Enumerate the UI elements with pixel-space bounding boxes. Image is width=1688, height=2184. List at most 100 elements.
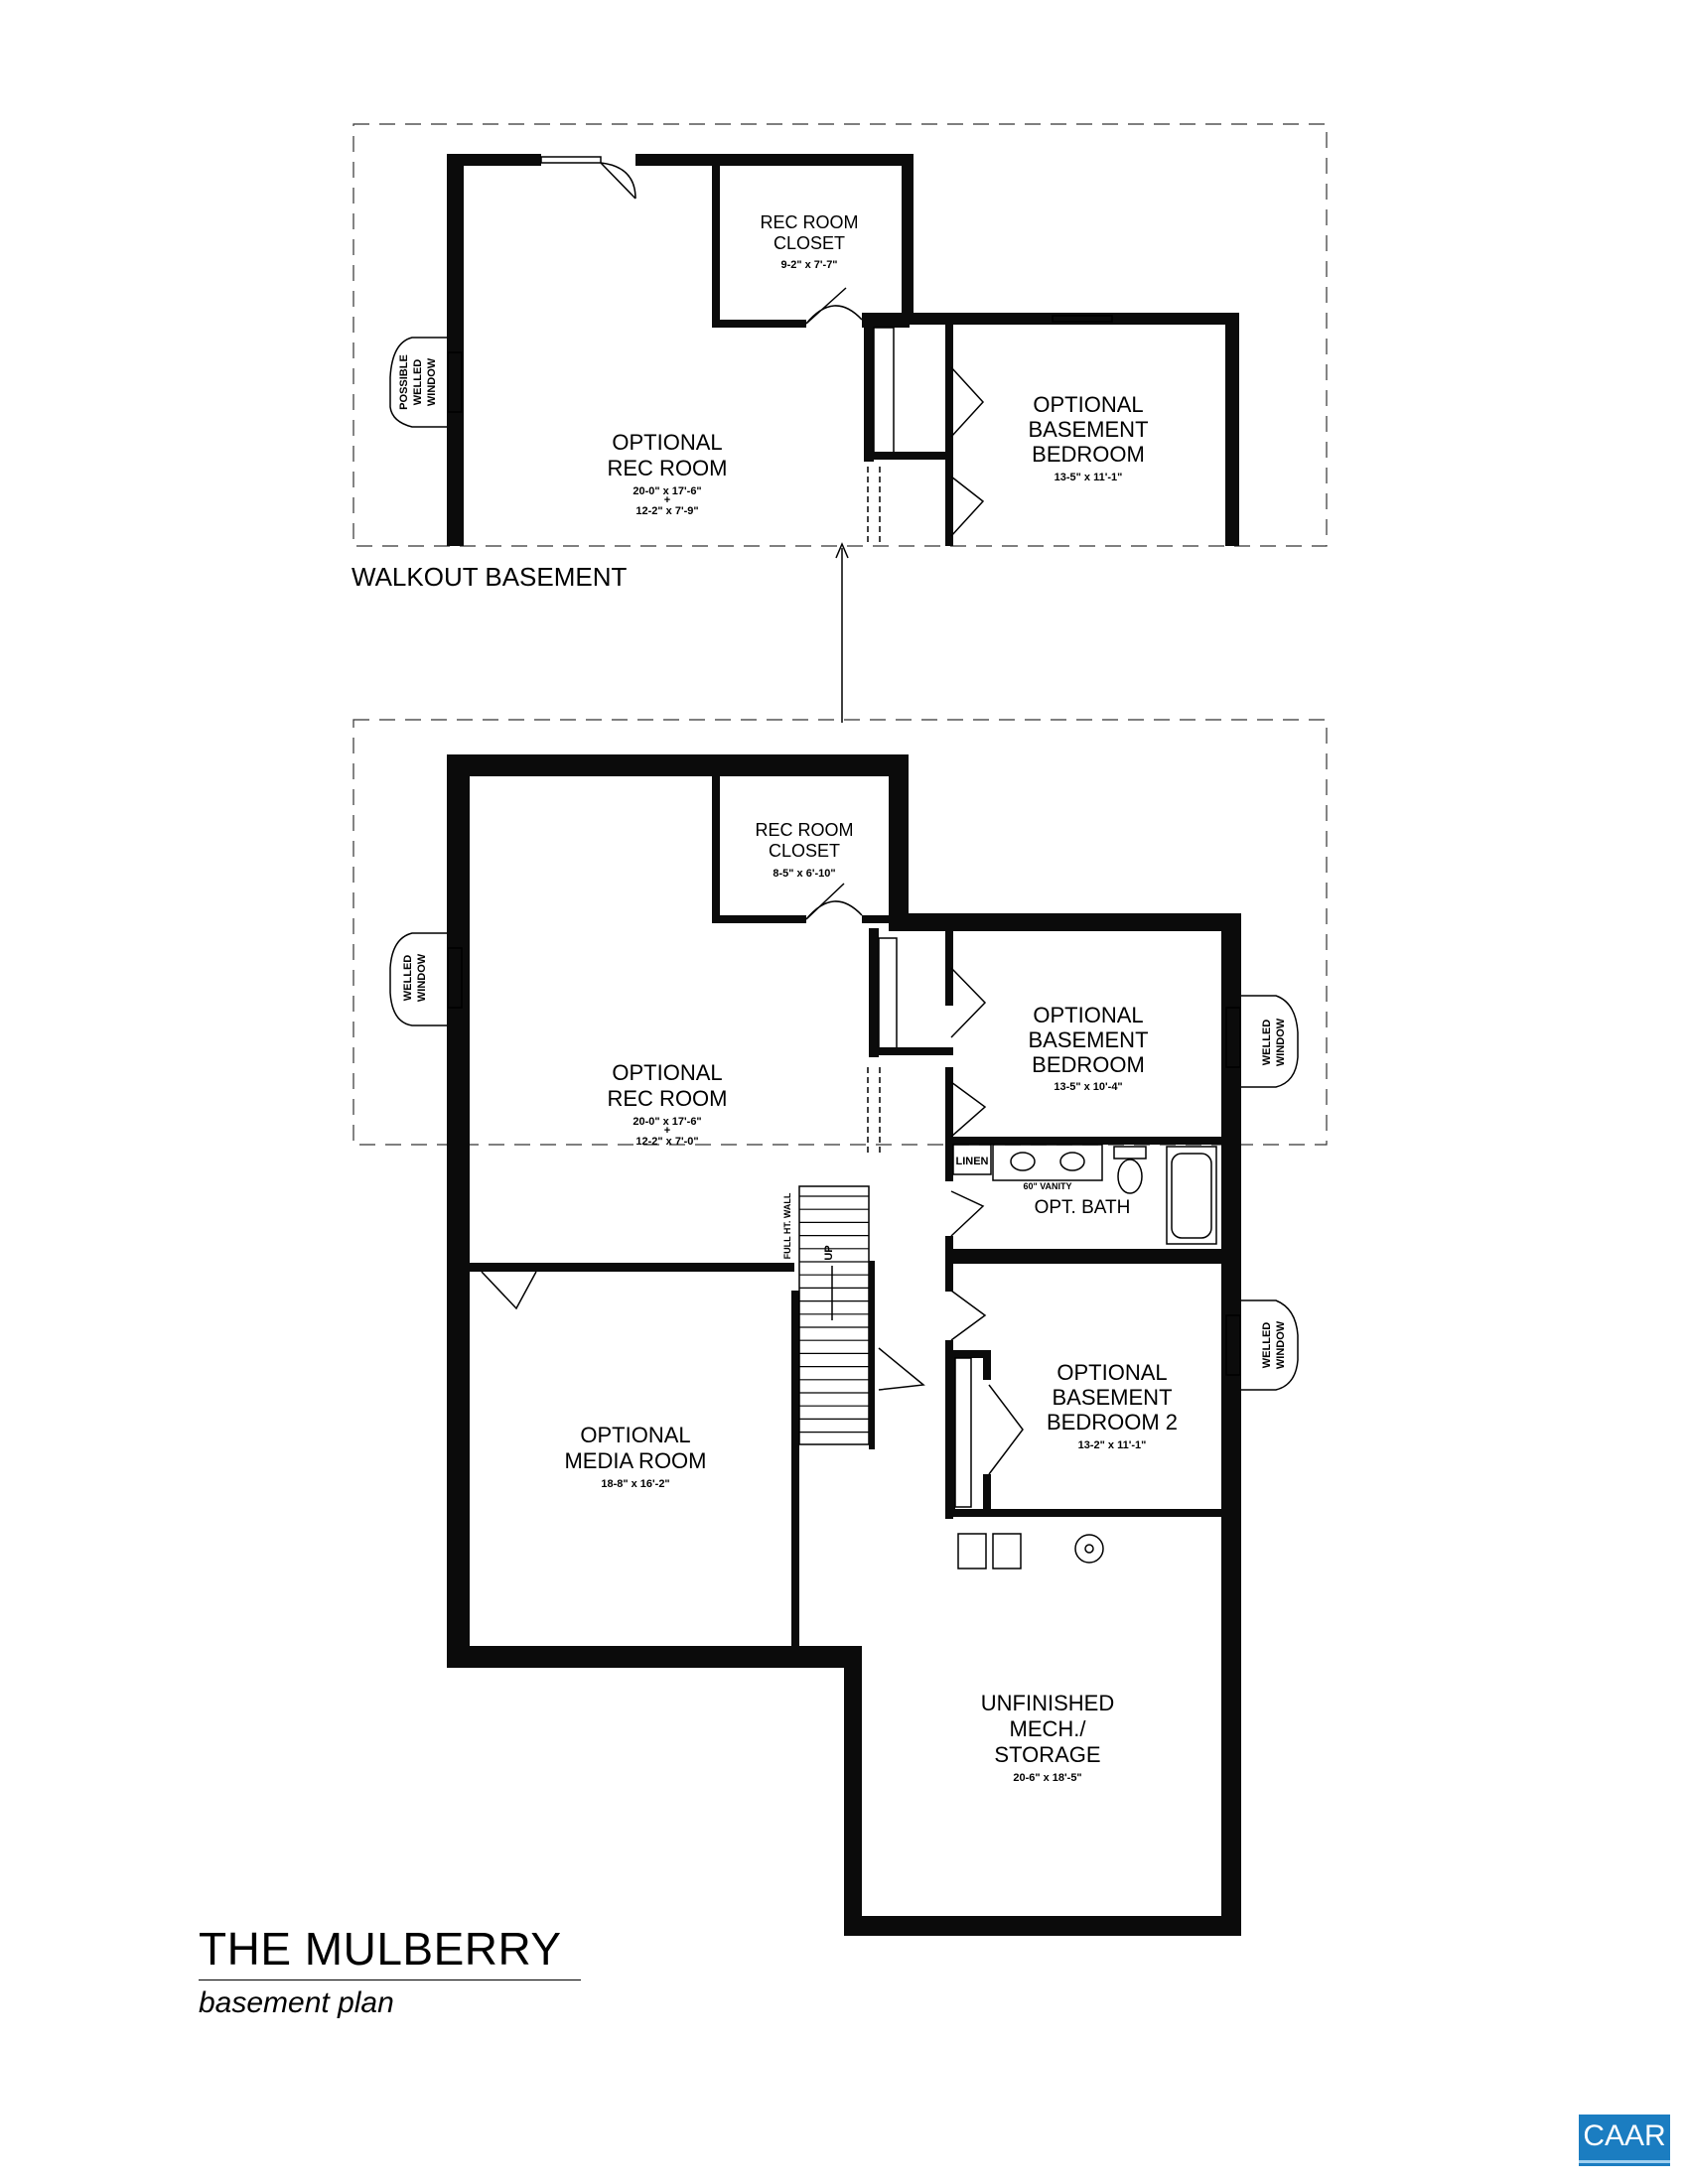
sink-icon	[1010, 1152, 1036, 1171]
wall	[945, 1509, 1233, 1517]
wall	[983, 1350, 991, 1380]
room-dimension: 12-2" x 7'-9"	[635, 505, 698, 517]
door-swing	[878, 1347, 925, 1391]
wall	[791, 1291, 799, 1648]
water-heater-icon	[992, 1533, 1022, 1570]
closet-shelf	[878, 937, 898, 1053]
wall	[447, 154, 464, 546]
room-dimension: 13-5" x 10'-4"	[1054, 1081, 1122, 1093]
window-label-line1: POSSIBLE	[398, 354, 410, 410]
bathtub-icon	[1166, 1146, 1217, 1245]
sump-pump-inner	[1084, 1544, 1094, 1554]
door-swing	[988, 1384, 1024, 1475]
room-dimension: 8-5" x 6'-10"	[773, 868, 835, 880]
wall	[889, 754, 909, 931]
wall	[945, 1256, 1233, 1264]
wall	[864, 323, 874, 462]
window-label-line1: WELLED	[402, 955, 414, 1001]
wall	[447, 754, 470, 1668]
room-name: OPTIONAL	[612, 430, 722, 455]
arrow-head-icon	[835, 542, 849, 559]
room-name: STORAGE	[994, 1742, 1100, 1767]
window-label-line2: WINDOW	[1275, 1320, 1287, 1369]
dimension-plus: +	[664, 1125, 670, 1137]
door-swing	[805, 287, 863, 325]
room-name: UNFINISHED	[981, 1691, 1114, 1715]
door-swing	[600, 162, 636, 200]
window-frame	[447, 351, 463, 413]
room-name: OPT. BATH	[1035, 1197, 1131, 1218]
wall	[447, 754, 909, 776]
dimension-plus: +	[664, 494, 670, 506]
wall	[1221, 913, 1241, 1936]
wall	[869, 928, 879, 1057]
wall	[712, 320, 806, 328]
wall	[902, 154, 914, 318]
wall	[945, 1137, 1233, 1145]
room-name: OPTIONAL	[1056, 1360, 1167, 1385]
room-dimension: 18-8" x 16'-2"	[601, 1478, 669, 1490]
main-basement: LINEN 60" VANITY OPT. BATH UP FULL HT. W…	[352, 719, 1328, 1936]
wall	[889, 913, 1241, 931]
room-name: MECH./	[1010, 1716, 1087, 1741]
room-name: OPTIONAL	[612, 1060, 722, 1085]
room-name: BASEMENT	[1028, 417, 1148, 442]
wall	[945, 323, 953, 546]
stair-up-label: UP	[823, 1245, 835, 1260]
walkout-footprint-outline	[352, 123, 1328, 547]
room-name: REC ROOM	[608, 456, 728, 480]
window-well	[1241, 995, 1299, 1088]
wall	[864, 452, 953, 460]
room-dimension: 13-5" x 11'-1"	[1055, 472, 1123, 483]
wall	[945, 1249, 1233, 1257]
footprint-outline	[352, 719, 1328, 1146]
wall	[945, 1350, 955, 1514]
wall	[983, 1474, 991, 1514]
door-swing	[950, 1190, 985, 1237]
toilet-tank-icon	[1113, 1146, 1147, 1160]
window-frame	[447, 947, 463, 1009]
wall	[945, 1350, 990, 1358]
room-name: REC ROOM	[756, 820, 854, 840]
caar-logo: CAAR	[1579, 2115, 1670, 2166]
closet-shelf	[954, 1357, 972, 1508]
room-name: BEDROOM	[1032, 1052, 1145, 1077]
window-frame	[1225, 1007, 1241, 1068]
wall	[447, 154, 541, 166]
door-swing	[950, 476, 985, 537]
room-name: MEDIA ROOM	[564, 1448, 706, 1473]
wall	[467, 1263, 794, 1272]
room-dimension: 13-2" x 11'-1"	[1078, 1439, 1147, 1451]
logo-text: CAAR	[1583, 2119, 1666, 2152]
room-dimension: 12-2" x 7'-0"	[635, 1136, 698, 1148]
door-frame	[540, 156, 602, 164]
room-name: REC ROOM	[761, 212, 859, 232]
wall	[945, 1067, 953, 1137]
plan-title: THE MULBERRY	[199, 1926, 581, 1980]
window-label-line2: WINDOW	[1275, 1018, 1287, 1066]
door-swing	[950, 366, 985, 438]
wall	[635, 154, 909, 166]
walkout-basement: POSSIBLE WELLED WINDOW REC ROOM CLOSET 9…	[352, 123, 1328, 723]
room-name: OPTIONAL	[1033, 1003, 1143, 1027]
window-label-line1: WELLED	[1261, 1020, 1273, 1065]
wall	[1225, 313, 1239, 546]
room-name: OPTIONAL	[1033, 392, 1143, 417]
wall	[712, 164, 720, 328]
wall	[712, 915, 806, 923]
door-swing	[481, 1271, 537, 1310]
room-dimension: 20-0" x 17'-6"	[633, 485, 701, 497]
sump-pump-icon	[1074, 1534, 1104, 1564]
window-label-line1: WELLED	[1261, 1322, 1273, 1368]
wall	[862, 313, 1239, 325]
room-name: OPTIONAL	[580, 1423, 690, 1447]
vanity	[992, 1144, 1103, 1181]
title-block: THE MULBERRY basement plan	[199, 1926, 596, 2020]
wall	[869, 1261, 875, 1449]
linen-label: LINEN	[956, 1156, 989, 1167]
window-frame	[1225, 1314, 1241, 1376]
window-label-line3: WINDOW	[426, 357, 438, 406]
plan-subtitle: basement plan	[199, 1986, 394, 2019]
wall	[869, 1047, 953, 1055]
bathtub-basin	[1171, 1153, 1212, 1239]
